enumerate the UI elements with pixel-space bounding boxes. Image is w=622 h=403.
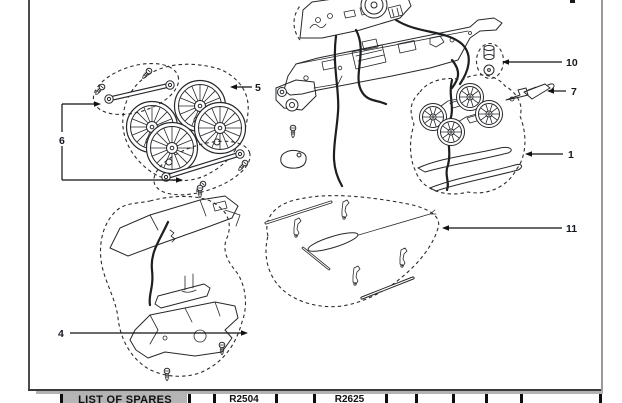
table-divider bbox=[452, 394, 455, 403]
callout-1: 1 bbox=[525, 149, 574, 161]
detail-parts-group bbox=[264, 195, 440, 308]
coupling-rod-group-lower bbox=[153, 140, 251, 196]
callout-5: 5 bbox=[230, 82, 261, 94]
table-divider bbox=[213, 394, 216, 403]
table-divider bbox=[313, 394, 316, 403]
front-buffer-block bbox=[275, 79, 317, 112]
spares-code-r2625: R2625 bbox=[334, 394, 365, 403]
coupling-rod-group-upper bbox=[92, 62, 180, 116]
table-divider bbox=[520, 394, 523, 403]
frame-border-left bbox=[28, 0, 30, 390]
callout-4: 4 bbox=[58, 328, 248, 340]
table-divider bbox=[599, 394, 602, 403]
callout-10: 10 bbox=[502, 57, 578, 69]
small-cover-part bbox=[280, 149, 307, 169]
table-divider bbox=[275, 394, 278, 403]
spares-code-r2504: R2504 bbox=[229, 394, 259, 403]
frame-border-bottom bbox=[28, 389, 603, 391]
table-divider bbox=[385, 394, 388, 403]
frame-border-right bbox=[601, 0, 603, 391]
table-divider bbox=[415, 394, 418, 403]
callout-7-label: 7 bbox=[571, 86, 577, 98]
callout-1-label: 1 bbox=[568, 149, 574, 161]
callout-10-label: 10 bbox=[566, 57, 578, 69]
driving-wheels-outline bbox=[122, 63, 249, 182]
cropped-callout-mark bbox=[570, 0, 575, 3]
loose-screw-front bbox=[289, 124, 297, 139]
callout-6-label: 6 bbox=[59, 135, 65, 147]
spares-table-title: LIST OF SPARES bbox=[63, 394, 187, 403]
pony-truck-group bbox=[409, 74, 526, 195]
callout-4-label: 4 bbox=[58, 328, 64, 340]
list-of-spares-table: LIST OF SPARES R2504 R2625 bbox=[0, 394, 622, 403]
table-divider bbox=[188, 394, 191, 403]
frame-shadow bbox=[36, 391, 603, 394]
callout-11: 11 bbox=[442, 223, 577, 235]
coupling-hook bbox=[505, 83, 555, 102]
bearing-washer-group bbox=[475, 42, 505, 80]
flywheel bbox=[360, 0, 404, 19]
driving-wheelset-front bbox=[145, 101, 247, 175]
underframe-group bbox=[99, 184, 247, 382]
callout-6: 6 bbox=[56, 101, 183, 183]
callout-5-label: 5 bbox=[255, 82, 261, 94]
table-divider bbox=[485, 394, 488, 403]
motor-pcb bbox=[293, 0, 412, 41]
callout-11-label: 11 bbox=[566, 223, 577, 235]
callout-7: 7 bbox=[547, 86, 577, 98]
table-divider bbox=[60, 394, 63, 403]
wires bbox=[332, 18, 470, 188]
chassis-assembly bbox=[275, 0, 503, 188]
